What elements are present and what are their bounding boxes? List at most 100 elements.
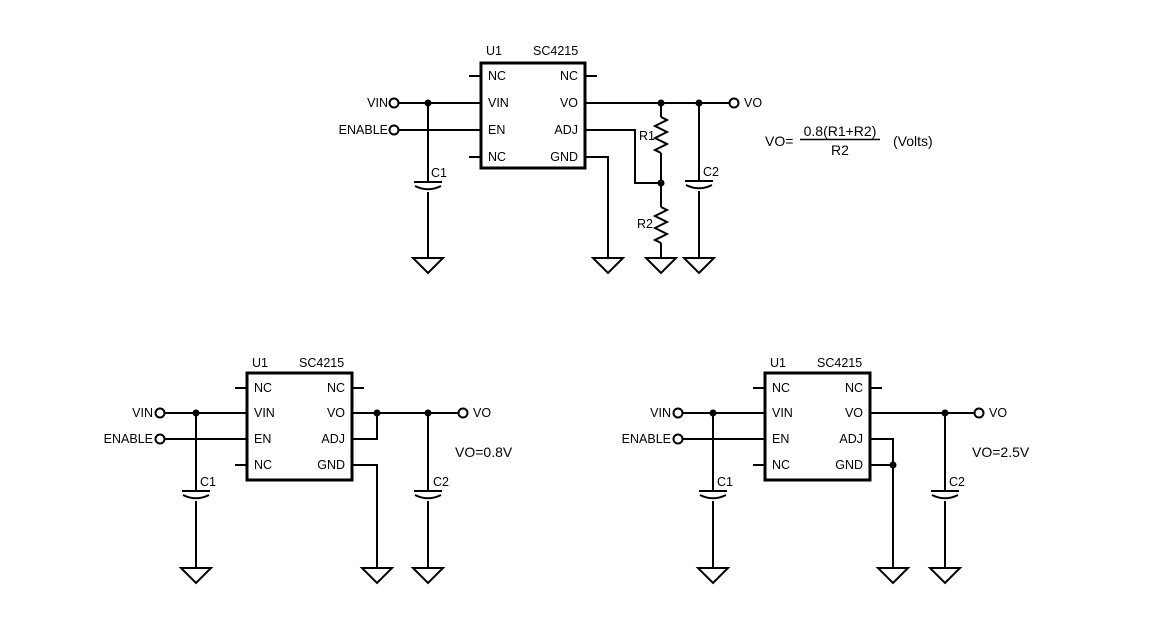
- pin-label-vin: VIN: [772, 406, 793, 420]
- vo-terminal: [728, 97, 740, 109]
- resistor-r1-symbol: [654, 116, 668, 154]
- formula-lhs: VO=: [765, 133, 793, 149]
- ground-symbol: [361, 567, 393, 584]
- junction-dot: [424, 99, 432, 107]
- pin-label-adj: ADJ: [554, 123, 578, 137]
- output-voltage-note: VO=2.5V: [972, 444, 1030, 460]
- junction-dot: [695, 99, 703, 107]
- vo-port-label: VO: [989, 406, 1007, 420]
- enable-terminal: [672, 433, 684, 445]
- formula-unit: (Volts): [893, 133, 933, 149]
- capacitor-c2-symbol: [413, 490, 443, 500]
- pin-label-adj: ADJ: [321, 432, 345, 446]
- vo-terminal: [457, 407, 469, 419]
- wires: [164, 387, 459, 568]
- enable-terminal: [154, 433, 166, 445]
- output-voltage-formula: VO= 0.8(R1+R2) R2 (Volts): [765, 123, 933, 158]
- ic-part-number: SC4215: [299, 356, 344, 370]
- pin-label-nc: NC: [488, 69, 506, 83]
- wires: [398, 75, 730, 258]
- pin-label-adj: ADJ: [839, 432, 863, 446]
- pin-label-gnd: GND: [550, 150, 578, 164]
- ic-body: [245, 371, 354, 482]
- pin-label-nc: NC: [254, 381, 272, 395]
- enable-port-label: ENABLE: [104, 432, 153, 446]
- c2-ref-label: C2: [949, 475, 965, 489]
- capacitor-c2-symbol: [684, 180, 714, 190]
- circuit-fixed-2v5: U1 SC4215 NC VIN EN NC NC VO ADJ GND VIN…: [622, 356, 1030, 584]
- c2-ref-label: C2: [703, 165, 719, 179]
- capacitor-c1-symbol: [413, 181, 443, 191]
- capacitor-c2-symbol: [930, 490, 960, 500]
- vin-terminal: [154, 407, 166, 419]
- vin-port-label: VIN: [132, 406, 153, 420]
- pin-label-gnd: GND: [317, 458, 345, 472]
- circuit-fixed-0v8: U1 SC4215 NC VIN EN NC NC VO ADJ GND VIN…: [104, 356, 513, 584]
- enable-port-label: ENABLE: [339, 123, 388, 137]
- ic-body: [763, 371, 872, 482]
- ground-symbol: [412, 257, 444, 274]
- pin-label-vo: VO: [327, 406, 345, 420]
- ic-ref: U1: [252, 356, 268, 370]
- c2-ref-label: C2: [433, 475, 449, 489]
- vo-port-label: VO: [744, 96, 762, 110]
- ground-symbol: [683, 257, 715, 274]
- ground-symbol: [877, 567, 909, 584]
- junction-dot: [373, 409, 381, 417]
- circuit-adjustable: U1 SC4215 NC VIN EN NC NC VO ADJ GND VIN…: [339, 44, 933, 274]
- junction-dot: [709, 409, 717, 417]
- pin-label-vin: VIN: [488, 96, 509, 110]
- pin-label-nc: NC: [327, 381, 345, 395]
- enable-port-label: ENABLE: [622, 432, 671, 446]
- ground-symbol: [645, 257, 677, 274]
- pin-label-vin: VIN: [254, 406, 275, 420]
- ground-symbol: [697, 567, 729, 584]
- c1-ref-label: C1: [717, 475, 733, 489]
- r1-ref-label: R1: [639, 129, 655, 143]
- vo-port-label: VO: [473, 406, 491, 420]
- pin-label-gnd: GND: [835, 458, 863, 472]
- pin-label-en: EN: [772, 432, 789, 446]
- vin-terminal: [388, 97, 400, 109]
- vin-terminal: [672, 407, 684, 419]
- junction-dot: [657, 179, 665, 187]
- pin-label-vo: VO: [845, 406, 863, 420]
- enable-terminal: [388, 124, 400, 136]
- ground-symbol: [592, 257, 624, 274]
- ic-part-number: SC4215: [533, 44, 578, 58]
- junction-dot: [192, 409, 200, 417]
- ground-symbol: [412, 567, 444, 584]
- capacitor-c1-symbol: [181, 490, 211, 500]
- ground-symbol: [929, 567, 961, 584]
- pin-label-en: EN: [488, 123, 505, 137]
- ground-symbol: [180, 567, 212, 584]
- junction-dot: [941, 409, 949, 417]
- resistor-r2-symbol: [654, 206, 668, 244]
- pin-label-nc: NC: [845, 381, 863, 395]
- pin-label-en: EN: [254, 432, 271, 446]
- pin-label-vo: VO: [560, 96, 578, 110]
- ic-ref: U1: [770, 356, 786, 370]
- junction-dot: [424, 409, 432, 417]
- formula-denominator: R2: [831, 142, 849, 158]
- pin-label-nc: NC: [772, 458, 790, 472]
- ic-body: [479, 61, 587, 170]
- pin-label-nc: NC: [560, 69, 578, 83]
- pin-label-nc: NC: [488, 150, 506, 164]
- vo-terminal: [973, 407, 985, 419]
- ic-ref: U1: [486, 44, 502, 58]
- ic-part-number: SC4215: [817, 356, 862, 370]
- pin-label-nc: NC: [772, 381, 790, 395]
- c1-ref-label: C1: [431, 166, 447, 180]
- junction-dot: [657, 99, 665, 107]
- c1-ref-label: C1: [200, 475, 216, 489]
- pin-label-nc: NC: [254, 458, 272, 472]
- output-voltage-note: VO=0.8V: [455, 444, 513, 460]
- capacitor-c1-symbol: [698, 490, 728, 500]
- formula-numerator: 0.8(R1+R2): [804, 123, 877, 139]
- junction-dot: [889, 461, 897, 469]
- r2-ref-label: R2: [637, 217, 653, 231]
- vin-port-label: VIN: [367, 96, 388, 110]
